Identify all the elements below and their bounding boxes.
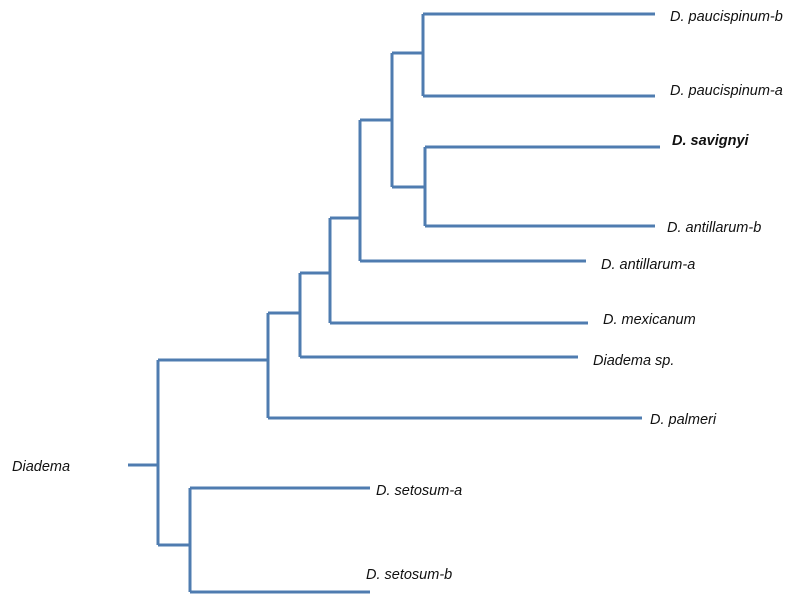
taxon-label-setosum-b: D. setosum-b xyxy=(366,567,452,583)
taxon-label-palmeri: D. palmeri xyxy=(650,412,717,428)
root-label-diadema: Diadema xyxy=(12,459,70,475)
taxon-label-antillarum-a: D. antillarum-a xyxy=(601,257,695,273)
taxon-label-antillarum-b: D. antillarum-b xyxy=(667,220,761,236)
taxon-label-setosum-a: D. setosum-a xyxy=(376,483,462,499)
taxon-label-paucispinum-a: D. paucispinum-a xyxy=(670,83,783,99)
taxon-label-diadema-sp: Diadema sp. xyxy=(593,353,674,369)
taxon-label-savignyi: D. savignyi xyxy=(672,133,750,149)
taxon-label-mexicanum: D. mexicanum xyxy=(603,312,696,328)
taxon-label-paucispinum-b: D. paucispinum-b xyxy=(670,9,783,25)
